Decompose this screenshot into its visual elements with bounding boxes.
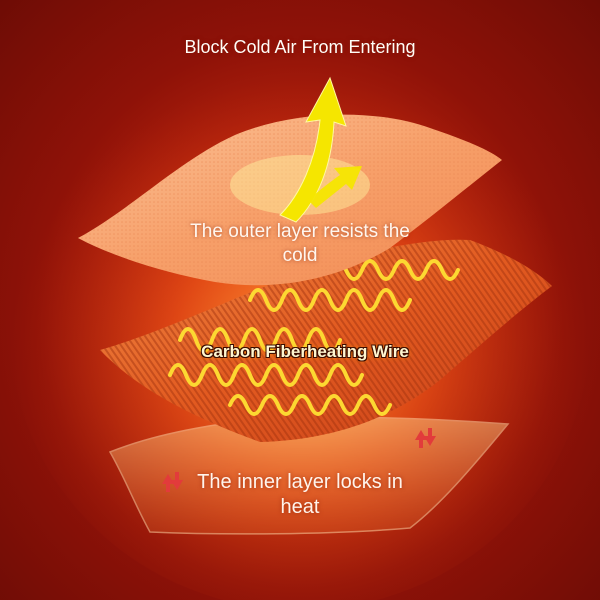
up-down-arrows-icon (162, 428, 436, 492)
headline-text: Block Cold Air From Entering (184, 37, 416, 57)
up-arrow-icon (279, 76, 362, 223)
heating-wire-sheet (100, 239, 552, 442)
heating-wire-label: Carbon Fiberheating Wire (201, 342, 409, 361)
outer-layer-sheet (78, 114, 502, 286)
inner-layer-label: The inner layer locks in heat (197, 471, 403, 518)
outer-layer-label: The outer layer resists the cold (190, 221, 410, 266)
